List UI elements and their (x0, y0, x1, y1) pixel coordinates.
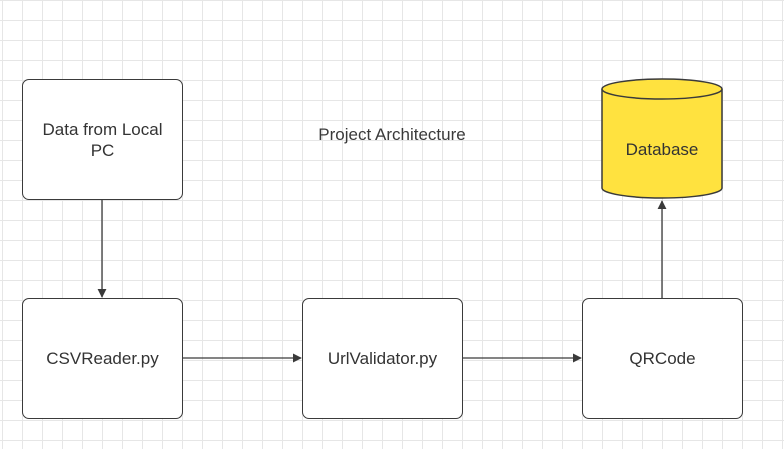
database-label: Database (626, 140, 699, 159)
node-data-from-local-pc[interactable]: Data from Local PC (22, 79, 183, 200)
node-qrcode[interactable]: QRCode (582, 298, 743, 419)
node-csvreader-label: CSVReader.py (46, 349, 159, 368)
database-cylinder-top (601, 78, 723, 100)
node-urlvalidator-label: UrlValidator.py (327, 349, 438, 368)
database-cylinder[interactable]: Database (601, 78, 723, 199)
node-csvreader[interactable]: CSVReader.py (22, 298, 183, 419)
diagram-title: Project Architecture (318, 125, 466, 144)
node-urlvalidator[interactable]: UrlValidator.py (302, 298, 463, 419)
node-data-from-local-pc-label: Data from Local PC (42, 119, 163, 160)
database-cylinder-body (601, 89, 723, 199)
node-qrcode-label: QRCode (629, 349, 696, 368)
